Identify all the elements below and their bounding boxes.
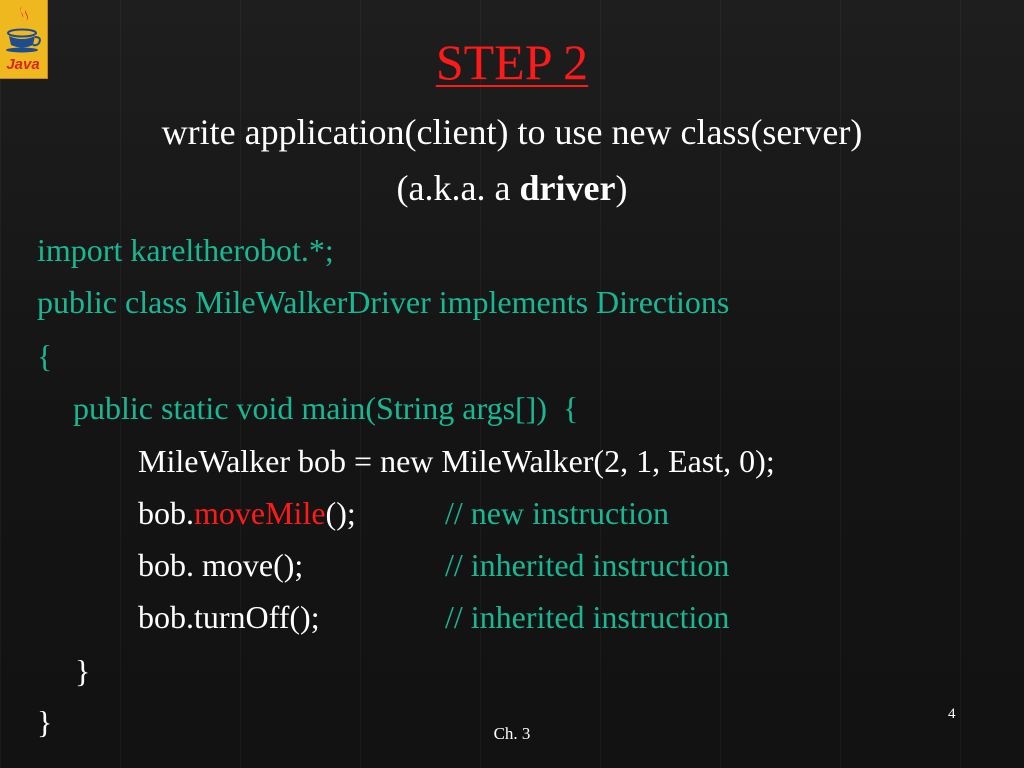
code-open-brace: {: [37, 338, 53, 374]
movemile-suffix: ();: [325, 495, 356, 531]
move-comment: // inherited instruction: [445, 547, 730, 583]
slide-title: STEP 2: [0, 32, 1024, 92]
turnoff-comment: // inherited instruction: [445, 599, 730, 635]
code-turnoff-line: bob.turnOff();: [138, 599, 320, 635]
slide-subtitle: write application(client) to use new cla…: [0, 104, 1024, 216]
code-move-line: bob. move();: [138, 547, 304, 583]
java-logo: Java: [0, 0, 48, 79]
code-outer-close-brace: }: [37, 704, 53, 740]
subtitle-line-2: (a.k.a. a driver): [0, 160, 1024, 216]
slide-title-text: STEP 2: [435, 34, 589, 90]
subtitle-line-1: write application(client) to use new cla…: [161, 112, 863, 152]
page-number: 4: [948, 706, 956, 722]
footer-chapter: Ch. 3: [493, 724, 531, 743]
code-import-line: import kareltherobot.*;: [37, 232, 334, 268]
code-main-line: public static void main(String args[]) {: [73, 390, 579, 426]
movemile-method: moveMile: [194, 495, 326, 531]
code-movemile-line: bob.moveMile();: [138, 493, 356, 533]
subtitle-suffix: ): [615, 168, 628, 208]
java-coffee-cup-icon: Java: [6, 6, 41, 73]
code-inner-close-brace: }: [75, 653, 91, 689]
movemile-comment: // new instruction: [445, 495, 669, 531]
java-logo-text: Java: [6, 56, 39, 73]
code-class-line: public class MileWalkerDriver implements…: [37, 284, 730, 320]
movemile-prefix: bob.: [138, 495, 194, 531]
subtitle-prefix: (a.k.a. a: [396, 168, 520, 208]
code-constructor-line: MileWalker bob = new MileWalker(2, 1, Ea…: [138, 443, 775, 479]
subtitle-bold-driver: driver: [519, 168, 616, 208]
